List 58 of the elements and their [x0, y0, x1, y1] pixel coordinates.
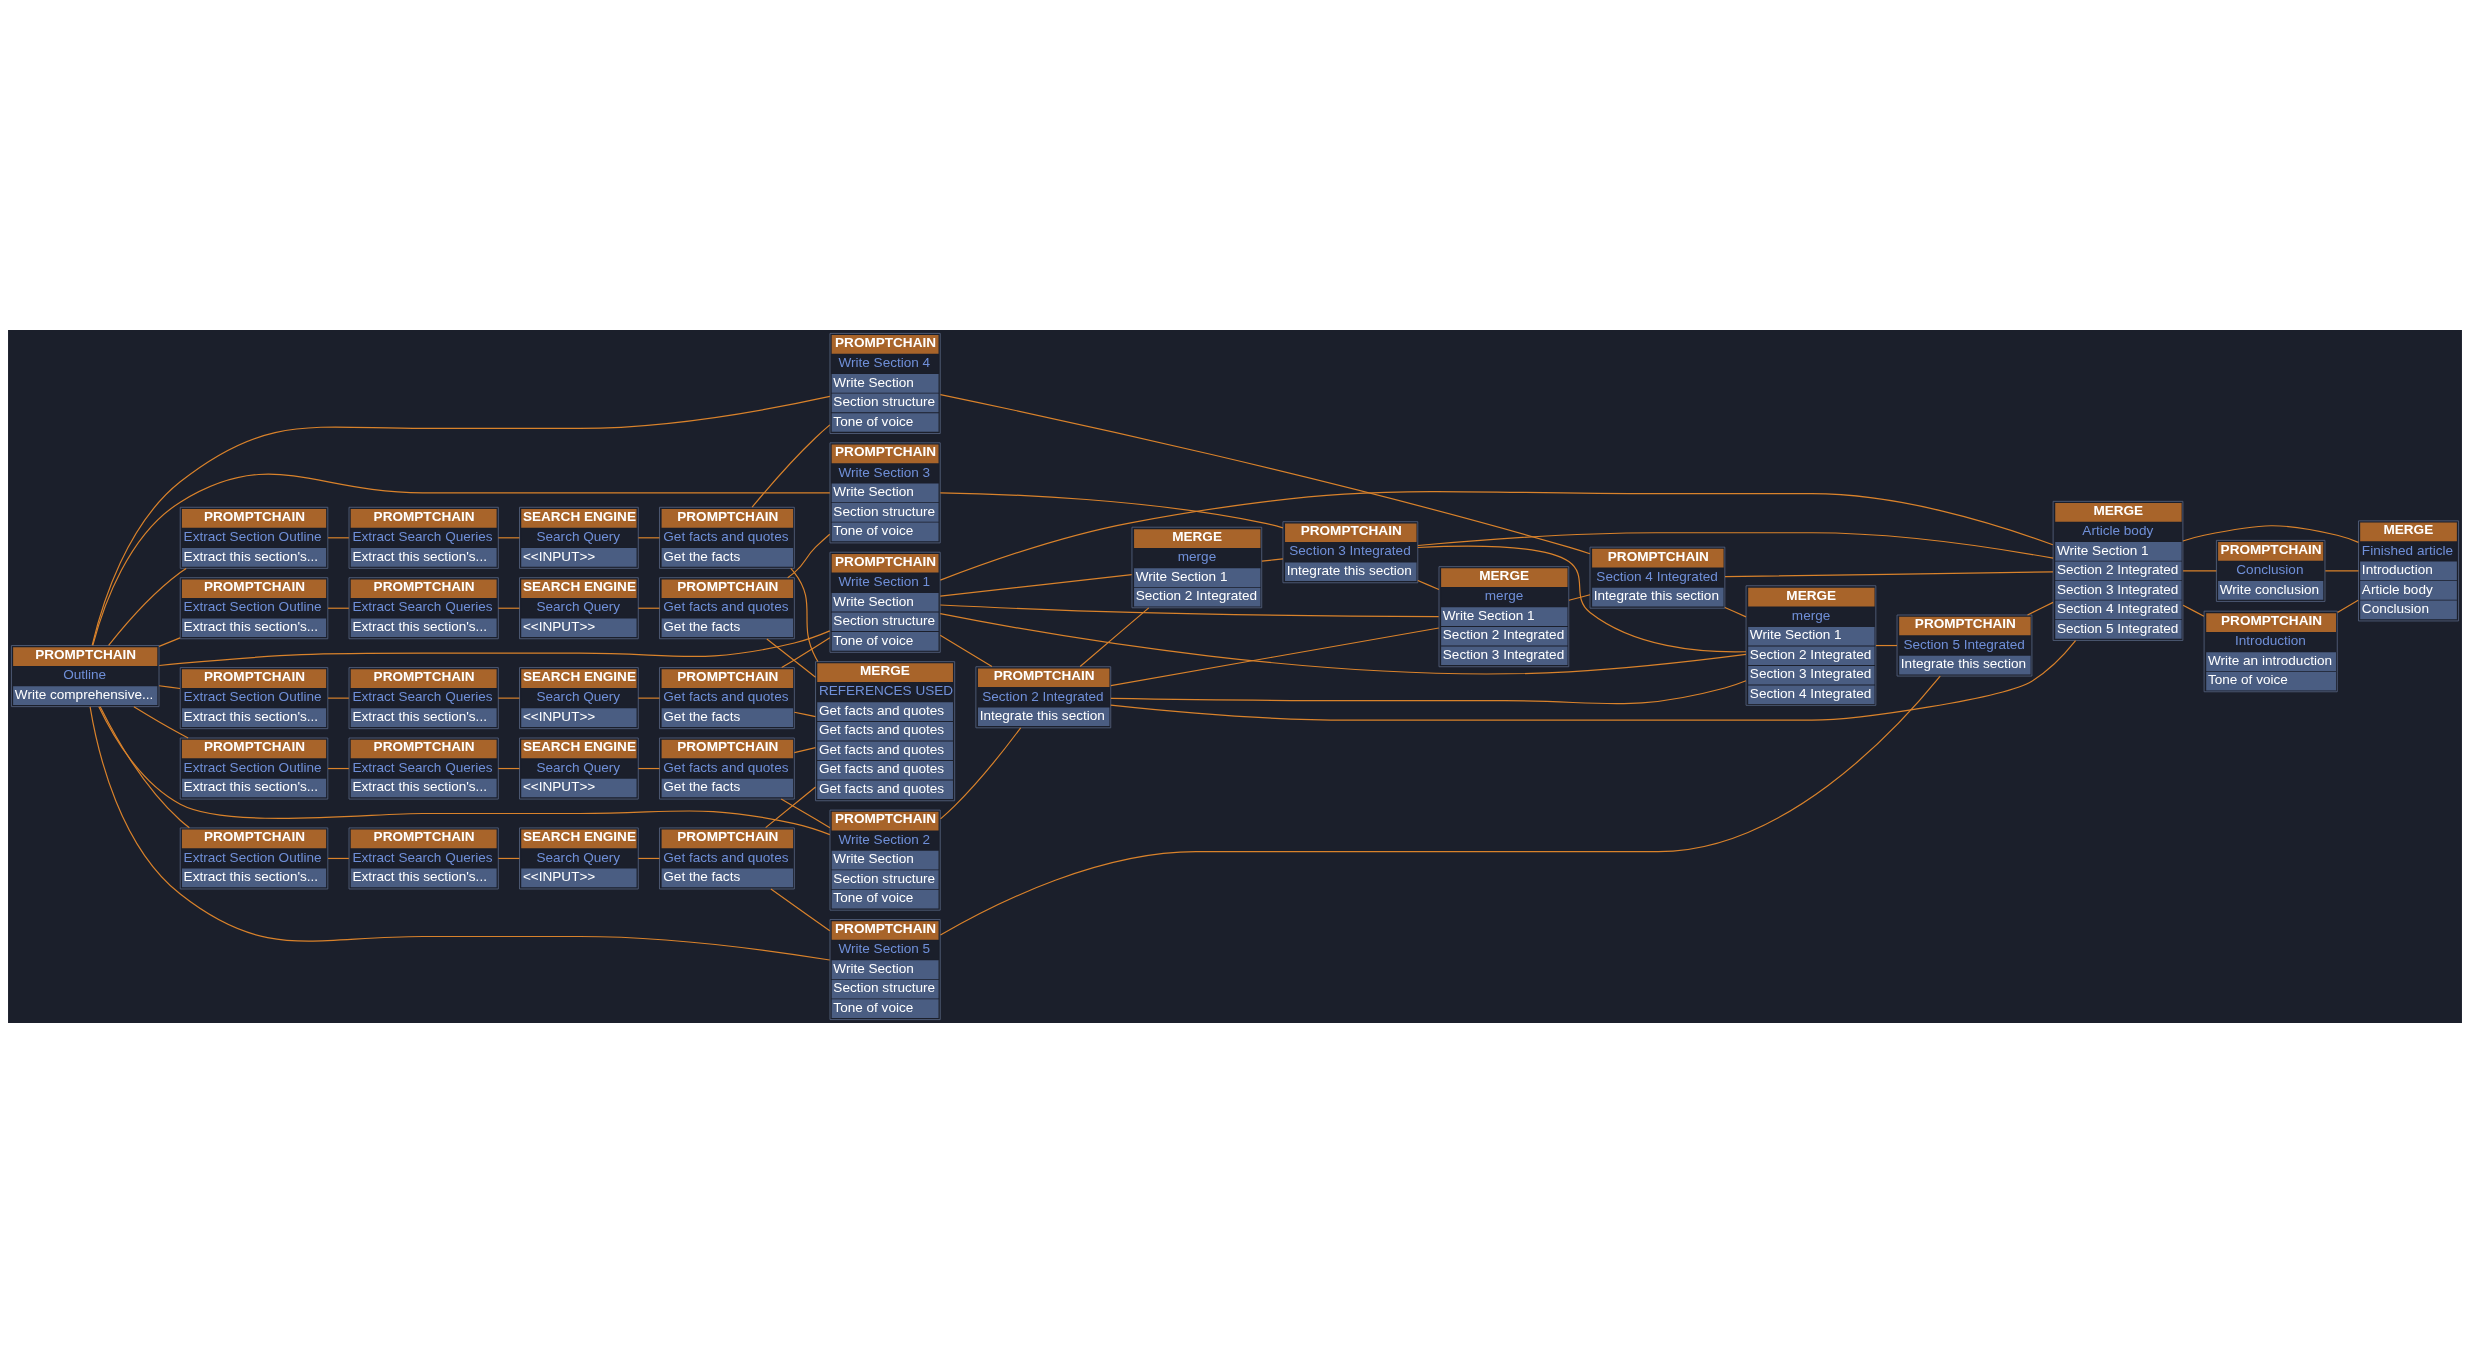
connector [1261, 557, 1284, 562]
connector [1724, 606, 1747, 617]
connector [780, 798, 831, 828]
connector [793, 746, 817, 753]
connector [1875, 644, 1898, 646]
connector [1110, 679, 1747, 704]
connector [158, 684, 181, 689]
connector [1110, 639, 2077, 721]
connector [158, 629, 831, 666]
connector [637, 607, 661, 609]
connector [751, 423, 831, 508]
connector [91, 395, 831, 646]
connector [793, 711, 817, 717]
connector [1417, 579, 1440, 590]
connector [939, 675, 1941, 936]
connector [327, 767, 350, 769]
connector [2182, 604, 2205, 617]
connector [939, 603, 1440, 617]
connector [497, 536, 520, 538]
connector [1110, 626, 1440, 686]
connector [2026, 601, 2054, 616]
connector [92, 473, 831, 646]
connector [1079, 606, 1150, 667]
connector [790, 567, 819, 662]
connector [765, 786, 817, 828]
connector [108, 567, 187, 646]
connector [327, 697, 350, 699]
connector [99, 705, 190, 828]
connector [637, 536, 661, 538]
connector [158, 636, 181, 647]
connector [787, 533, 831, 578]
connector [2182, 569, 2217, 571]
connector [327, 536, 350, 538]
connector [770, 888, 831, 931]
connector [497, 697, 520, 699]
connector [939, 726, 1022, 819]
connector [1417, 531, 2054, 559]
connector [2182, 524, 2359, 543]
connector [1724, 570, 2054, 577]
connector [327, 607, 350, 609]
connector [637, 857, 661, 859]
connector [637, 767, 661, 769]
connector [939, 573, 1133, 597]
connector [637, 697, 661, 699]
connector [766, 637, 817, 678]
connector [939, 491, 1284, 528]
connector [781, 636, 831, 668]
connector [2324, 569, 2360, 571]
connector [133, 705, 189, 739]
connector [939, 634, 993, 667]
connector [2337, 599, 2359, 613]
connector [939, 612, 1747, 674]
connector [327, 857, 350, 859]
connector [497, 767, 520, 769]
connector [497, 607, 520, 609]
connector [497, 857, 520, 859]
connector [939, 393, 1591, 554]
connector [1568, 593, 1591, 601]
